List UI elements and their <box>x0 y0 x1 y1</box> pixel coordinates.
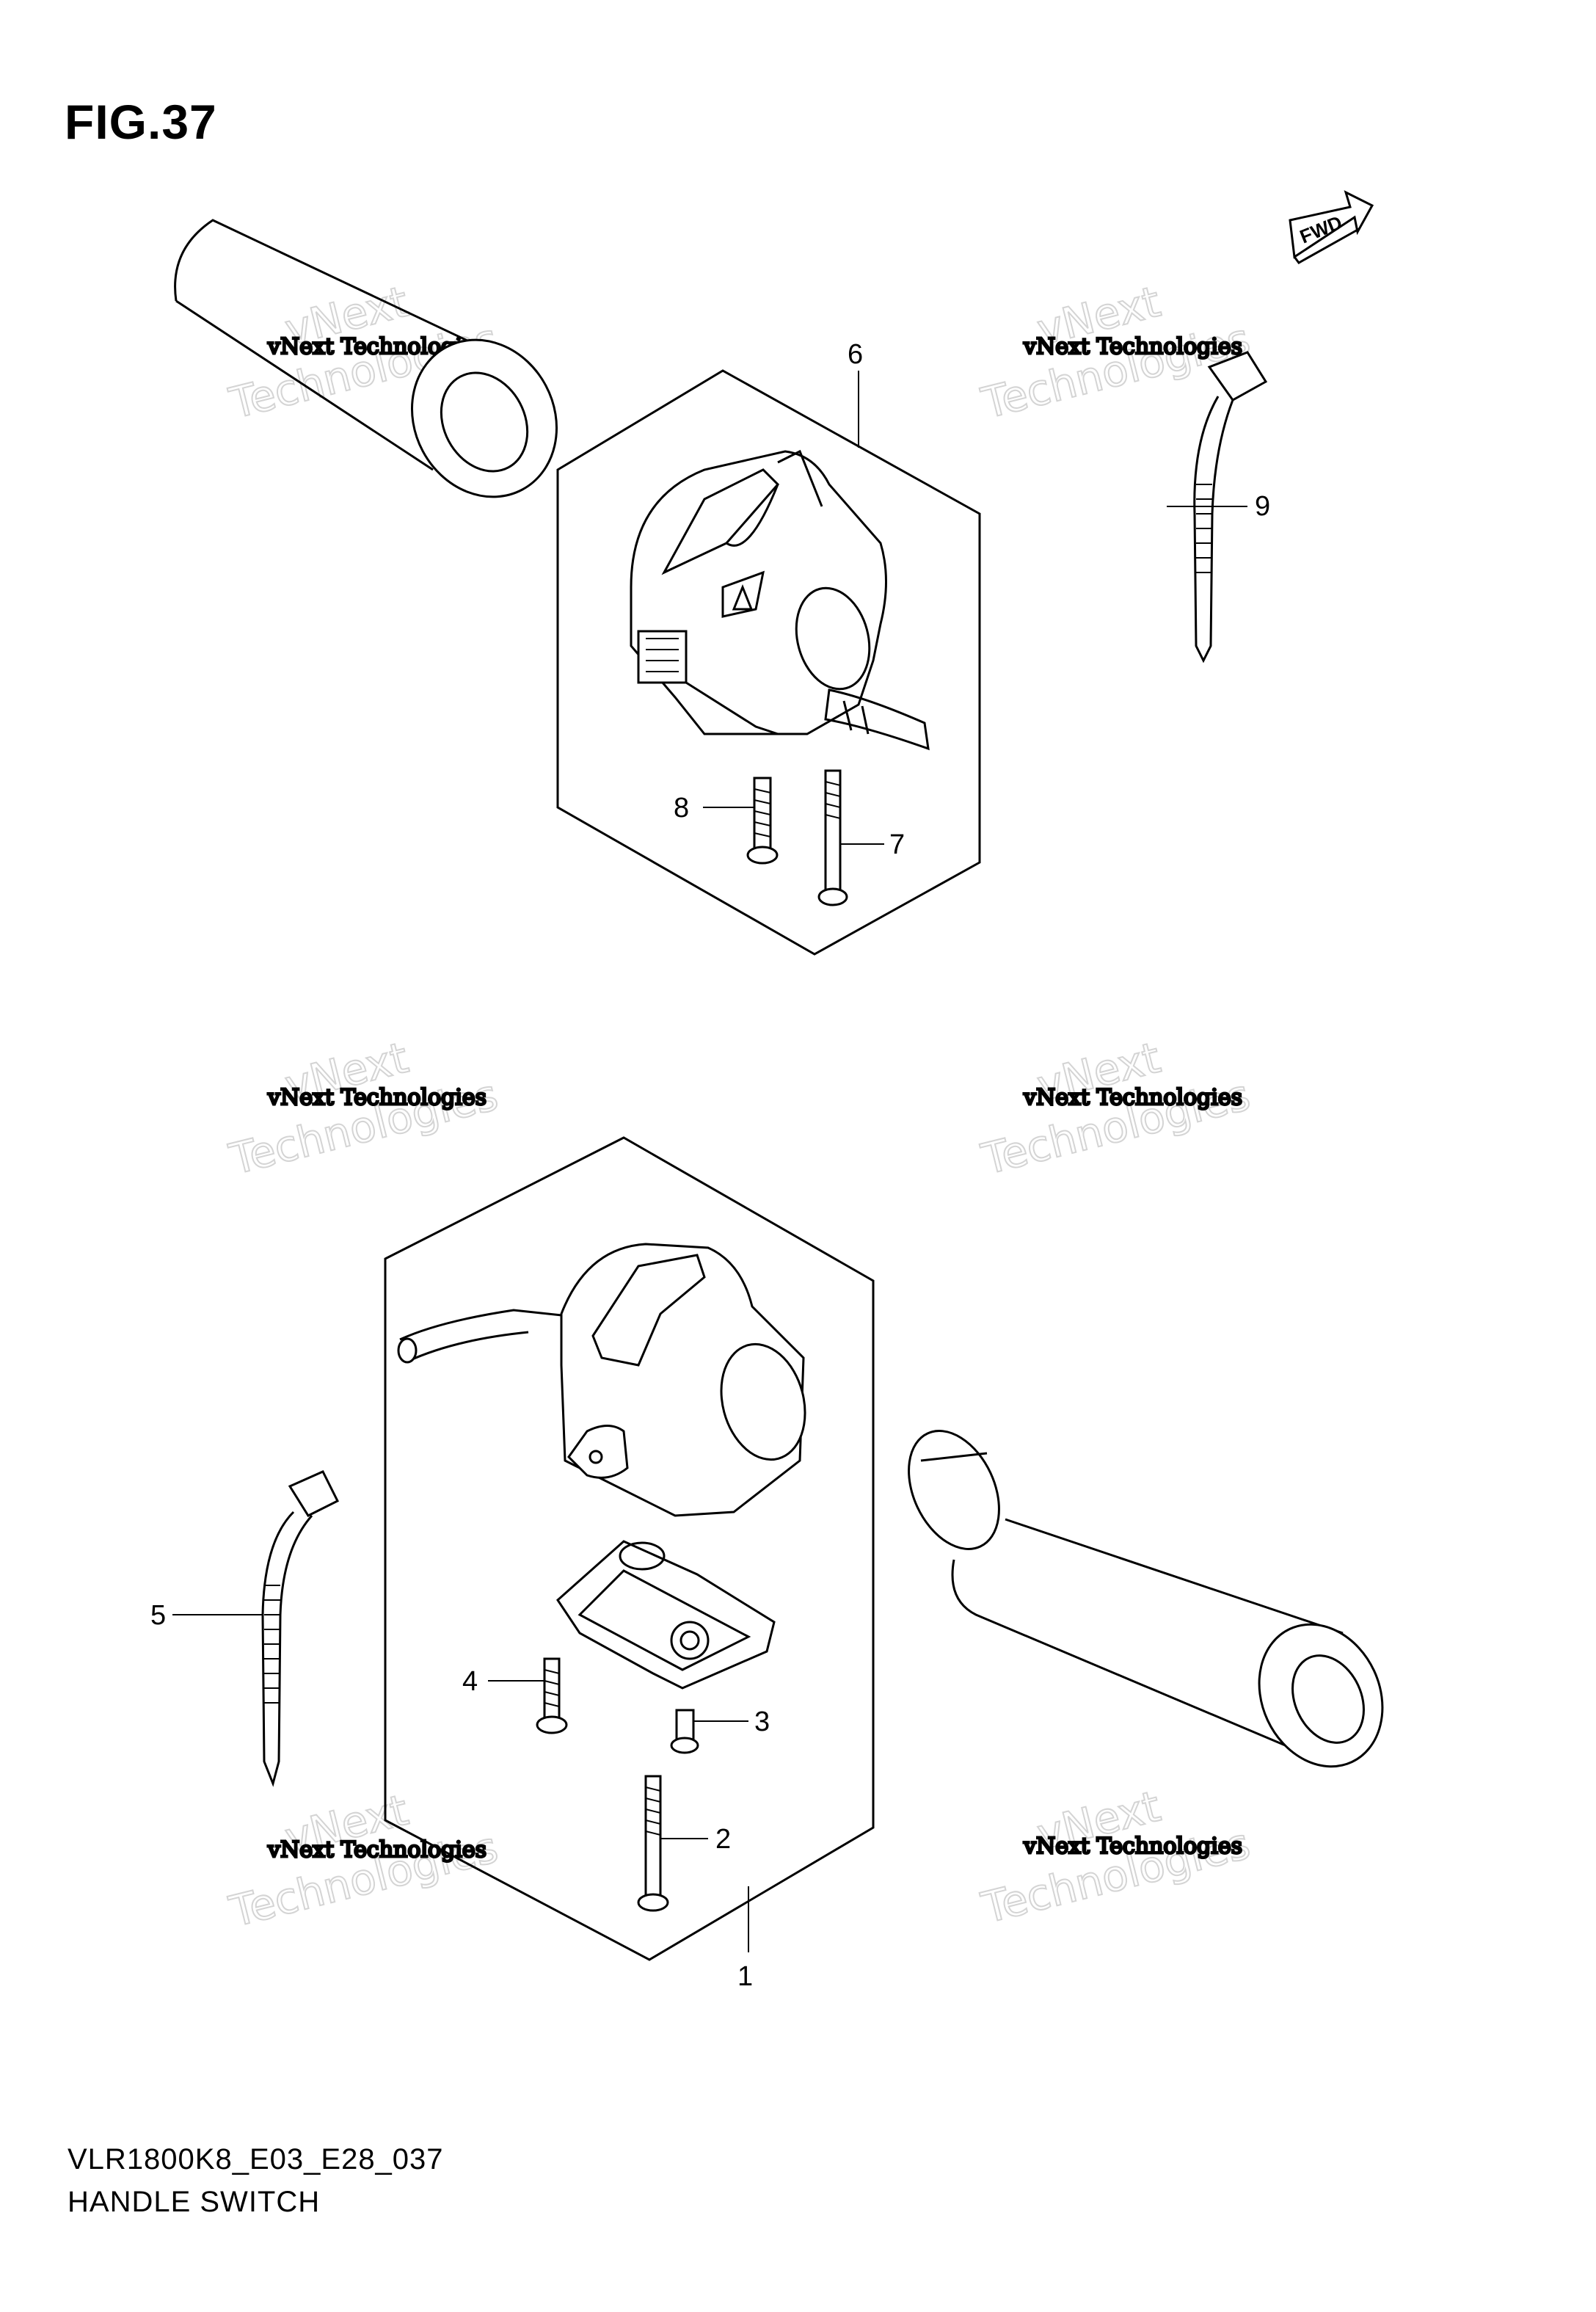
right-handle-switch <box>397 1243 806 1517</box>
callout-4: 4 <box>462 1666 478 1697</box>
part-5-cable-tie <box>261 1470 340 1787</box>
model-code: VLR1800K8_E03_E28_037 <box>68 2143 444 2175</box>
part-2-long-screw <box>637 1775 669 1912</box>
part-3-screw <box>670 1709 699 1754</box>
svg-text:vNext Technologies: vNext Technologies <box>1023 334 1242 360</box>
svg-text:vNext Technologies: vNext Technologies <box>1023 1833 1242 1859</box>
part-9-cable-tie <box>1193 351 1268 664</box>
left-handle-switch <box>630 449 930 751</box>
part-7-long-screw <box>817 769 848 906</box>
watermark-mid-right: Technologies vNext vNext Technologies <box>976 1032 1256 1185</box>
callout-1: 1 <box>737 1961 753 1992</box>
watermark-bottom-right: Technologies vNext vNext Technologies <box>976 1781 1256 1934</box>
part-4-screw <box>536 1657 568 1734</box>
callout-7: 7 <box>889 829 905 860</box>
svg-text:vNext Technologies: vNext Technologies <box>1023 1085 1242 1110</box>
callout-3: 3 <box>754 1706 770 1737</box>
callout-5: 5 <box>150 1600 166 1631</box>
section-name: HANDLE SWITCH <box>68 2186 321 2218</box>
switch-base-plate <box>556 1540 776 1690</box>
right-throttle-grip <box>908 1430 1384 1768</box>
figure-title: FIG.37 <box>65 95 217 149</box>
fwd-arrow-badge: FWD <box>1289 190 1374 264</box>
callout-6: 6 <box>848 339 863 370</box>
leader-lines <box>172 371 1247 1952</box>
watermark-mid-left: Technologies vNext vNext Technologies <box>224 1032 503 1185</box>
part-1-boundary <box>384 1136 875 1961</box>
callout-2: 2 <box>715 1824 731 1855</box>
svg-text:vNext Technologies: vNext Technologies <box>267 1837 487 1863</box>
part-6-boundary <box>556 369 981 956</box>
svg-text:vNext Technologies: vNext Technologies <box>267 1085 487 1110</box>
callout-8: 8 <box>674 793 689 824</box>
callout-9: 9 <box>1255 491 1270 522</box>
part-8-short-screw <box>746 777 779 865</box>
left-grip <box>174 219 558 498</box>
